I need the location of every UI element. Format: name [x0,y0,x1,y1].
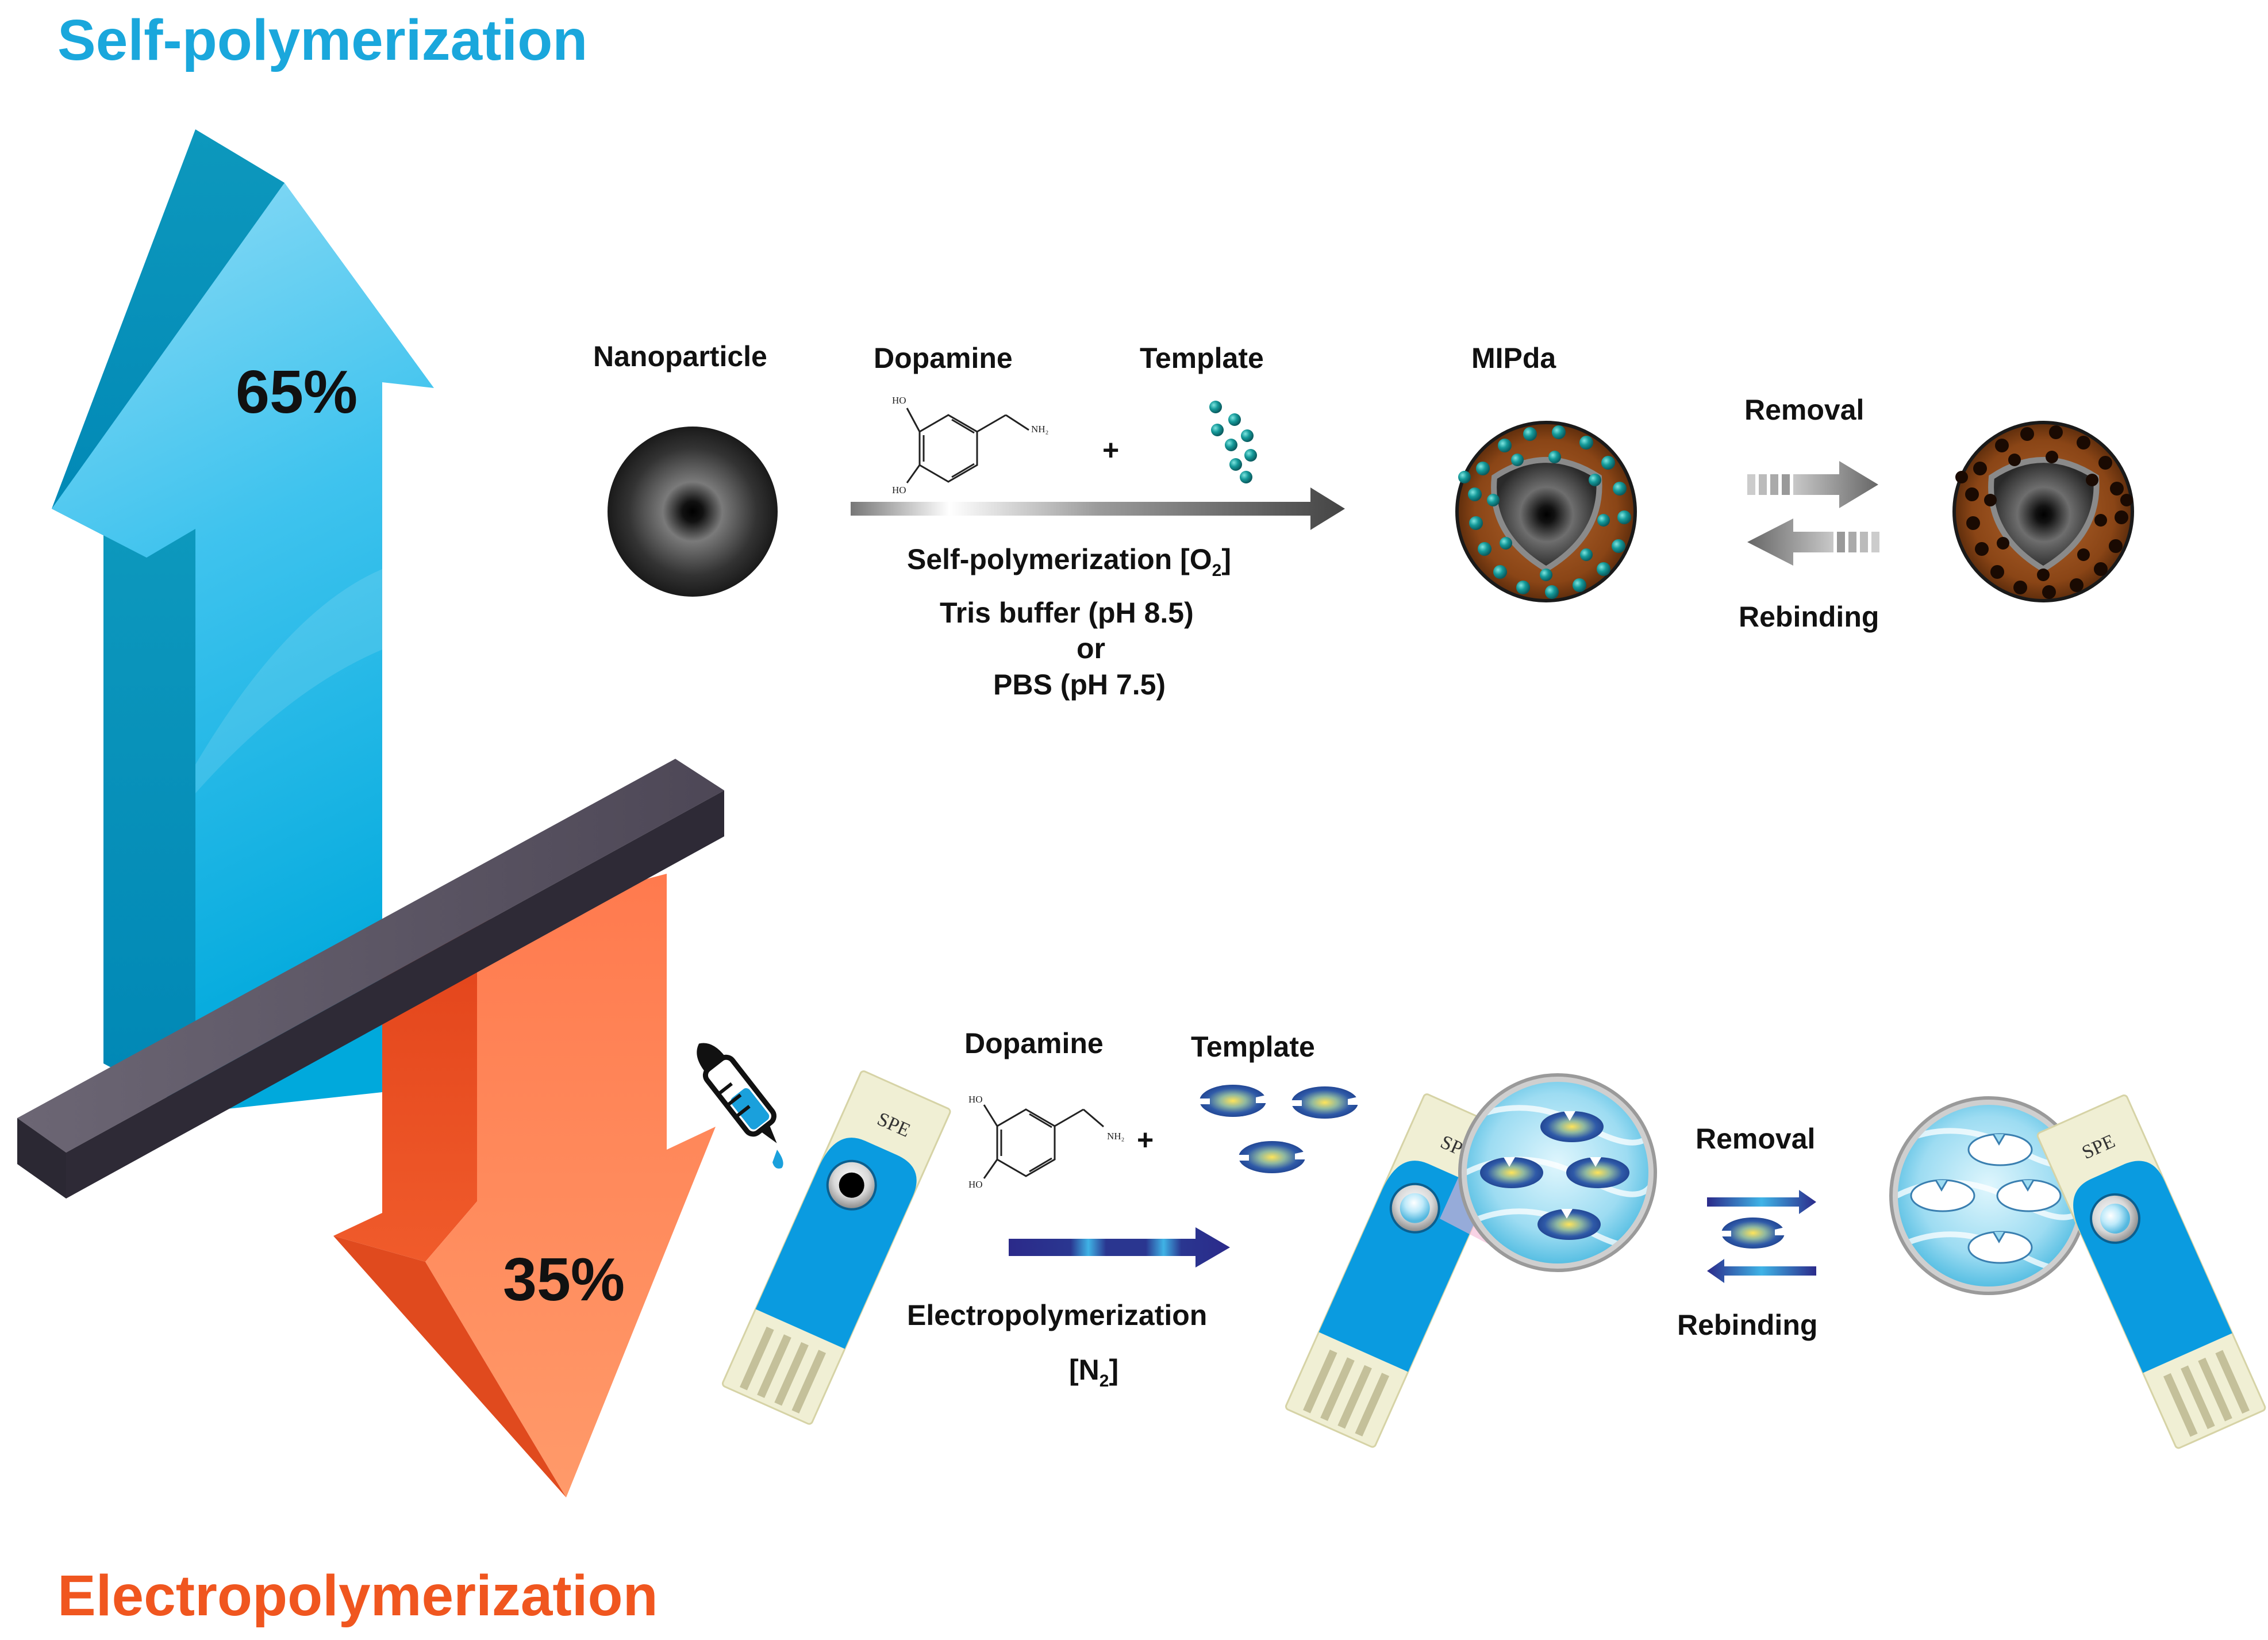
spe-electrode-initial: SPE [721,1070,951,1425]
template-dots-top [1209,401,1257,483]
label-template-top: Template [1140,342,1264,374]
removal-arrow-top [1747,461,1878,508]
template-molecule-exchange [1721,1217,1785,1249]
label-rebinding-bottom: Rebinding [1677,1309,1817,1341]
percentage-self: 65% [236,358,358,426]
plus-top: + [1102,434,1119,466]
up-arrow-shaft-side [103,529,195,1112]
magnifier-lens-removed [1889,1096,2088,1295]
down-arrow-side [333,923,477,1262]
dopamine-structure-top [906,408,1029,483]
label-dopamine-bottom: Dopamine [964,1027,1104,1059]
seesaw-bar [17,759,724,1199]
nanoparticle-sphere [608,427,778,597]
chem-nh2-bottom: NH₂ [1107,1131,1124,1142]
template-molecules-bottom [1200,1085,1358,1173]
up-arrow-highlight [195,569,382,793]
percentage-electro: 35% [503,1246,625,1313]
chem-ho-top-1: HO [892,395,906,406]
chem-nh2-top: NH₂ [1031,424,1048,435]
condition-or: or [1077,632,1105,665]
reaction-arrow-top [851,487,1345,530]
reaction-arrow-bottom [1009,1227,1230,1268]
mipda-particle [1455,421,1637,602]
condition-tris-buffer: Tris buffer (pH 8.5) [940,597,1194,629]
title-electropolymerization: Electropolymerization [57,1564,658,1628]
chem-ho-top-2: HO [892,485,906,496]
down-arrow-front [425,874,716,1497]
label-removal-top: Removal [1744,394,1864,426]
up-arrow-front [52,183,434,1112]
dopamine-structure-bottom [983,1104,1104,1179]
chem-ho-bottom-1: HO [968,1094,983,1105]
condition-self-polymerization: Self-polymerization [O2] [907,543,1231,580]
label-template-bottom: Template [1191,1031,1315,1063]
label-mipda: MIPda [1471,342,1556,374]
seesaw-bar-front [66,790,724,1199]
seesaw-bar-top [17,759,724,1153]
seesaw-bar-end [17,1118,66,1199]
title-self-polymerization: Self-polymerization [57,8,587,72]
up-arrow-self-polymerization [52,129,434,1112]
down-arrow-electropolymerization [333,874,716,1497]
label-rebinding-top: Rebinding [1739,601,1879,633]
spe-electrode-removed: SPE [2036,1094,2266,1449]
chem-ho-bottom-2: HO [968,1179,983,1190]
droplet-icon [772,1150,783,1169]
rebinding-arrow-top [1747,518,1879,566]
down-arrow-head-side [333,1236,566,1497]
removal-arrow-bottom [1707,1190,1816,1214]
dropper-icon [697,1043,783,1169]
label-removal-bottom: Removal [1696,1123,1815,1155]
rebinding-arrow-bottom [1707,1259,1816,1283]
condition-electropolymerization: Electropolymerization [907,1299,1207,1331]
label-nanoparticle: Nanoparticle [593,340,767,372]
plus-bottom: + [1137,1124,1154,1156]
imprinted-particle [1952,421,2134,602]
magnifier-lens-imprinted [1458,1073,1657,1272]
label-dopamine-top: Dopamine [874,342,1013,374]
condition-pbs: PBS (pH 7.5) [993,669,1166,701]
condition-n2: [N2] [1069,1354,1118,1391]
